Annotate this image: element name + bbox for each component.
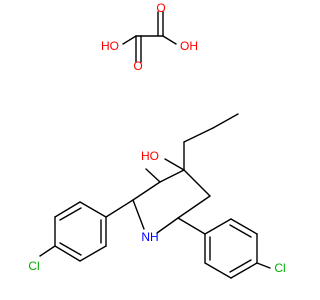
hydroxyl-label: HO bbox=[141, 149, 159, 163]
oxalic-oh-right-label: OH bbox=[180, 39, 198, 53]
oxalic-ho-left-label: HO bbox=[101, 39, 119, 53]
bond bbox=[159, 169, 185, 183]
oxalic-o-bottom-label: O bbox=[133, 59, 142, 73]
propyl-group bbox=[183, 113, 239, 171]
bond bbox=[59, 242, 82, 256]
bond bbox=[59, 207, 82, 221]
chloro-left-label: Cl bbox=[28, 259, 39, 273]
bond bbox=[54, 201, 81, 218]
bond bbox=[122, 35, 137, 45]
left-chlorophenyl: Cl bbox=[28, 199, 134, 273]
chemical-structure: HO OH O O HO NH bbox=[28, 1, 286, 279]
methyl-group bbox=[145, 168, 161, 183]
bond bbox=[164, 158, 185, 171]
right-chlorophenyl: Cl bbox=[177, 217, 286, 279]
bond bbox=[229, 259, 252, 273]
bond bbox=[177, 217, 206, 235]
bond bbox=[212, 113, 239, 129]
bond bbox=[177, 195, 211, 219]
bond bbox=[132, 181, 161, 201]
oxalic-acid: HO OH O O bbox=[101, 1, 198, 73]
bond bbox=[204, 218, 232, 235]
bond bbox=[230, 262, 258, 279]
bond bbox=[204, 262, 232, 279]
bond bbox=[162, 35, 177, 45]
bond bbox=[229, 224, 252, 238]
oxalic-o-top-label: O bbox=[156, 1, 165, 15]
chloro-right-label: Cl bbox=[274, 261, 285, 275]
bond bbox=[183, 127, 214, 143]
bond bbox=[132, 199, 145, 230]
bond bbox=[39, 245, 56, 257]
bond bbox=[54, 245, 81, 262]
bond bbox=[156, 217, 179, 234]
piperidine-ring bbox=[132, 169, 211, 234]
hydroxyl-group: HO bbox=[141, 149, 185, 171]
bond bbox=[230, 218, 258, 235]
bond bbox=[105, 199, 134, 218]
bond bbox=[145, 168, 161, 183]
bond bbox=[256, 262, 271, 269]
bond bbox=[79, 201, 107, 218]
bond bbox=[183, 169, 211, 197]
amine-label: NH bbox=[141, 230, 158, 244]
bond bbox=[79, 245, 107, 262]
